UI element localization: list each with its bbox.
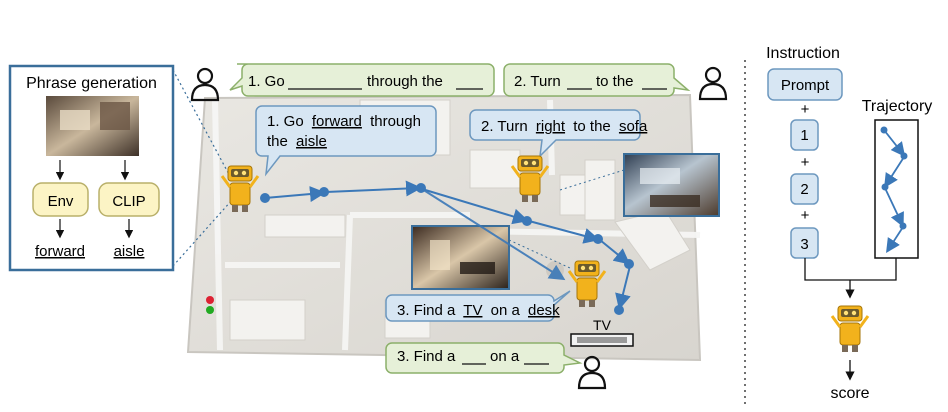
svg-text:2. Turn right to t: 2. Turn right to the sofa (481, 118, 648, 135)
filled-3-word-desk: desk (528, 302, 560, 319)
clip-label: CLIP (112, 193, 145, 210)
step-box-1 (790, 119, 819, 151)
template-2-part-b: to the (596, 73, 634, 90)
filled-1-part-b: through (370, 113, 421, 130)
env-box (32, 182, 89, 217)
plus-2: + (801, 154, 810, 171)
template-3-part-b: on a (490, 348, 520, 365)
template-bubble-3: 3. Find a on a (385, 342, 583, 374)
robot-icon (830, 305, 870, 352)
filled-3-part-a: 3. Find a (397, 302, 456, 319)
filled-bubble-3: 3. Find a TV on a desk (385, 290, 571, 322)
trajectory-label: Trajectory (862, 98, 933, 115)
step-1-label: 1 (800, 127, 808, 144)
template-bubble-2: 2. Turn to the (503, 63, 691, 97)
robot-icon (567, 260, 607, 307)
filled-2-part-a: 2. Turn (481, 118, 528, 135)
robot-icon (220, 165, 260, 212)
template-3-part-a: 3. Find a (397, 348, 456, 365)
step-3-label: 3 (800, 236, 808, 253)
template-1-part-b: through the (367, 73, 443, 90)
svg-text:the aisle: the aisle (267, 133, 327, 150)
user-icon (577, 355, 607, 390)
env-word: forward (35, 243, 85, 260)
template-1-part-a: 1. Go (248, 73, 285, 90)
path-waypoints (260, 183, 634, 315)
filled-2-part-b: to the (573, 118, 611, 135)
plus-3: + (801, 207, 810, 224)
filled-bubble-2: 2. Turn right to the sofa (469, 109, 648, 159)
tv-marker: TV (570, 317, 634, 347)
dining-room-photo (411, 225, 510, 290)
instruction-label: Instruction (766, 45, 840, 62)
filled-1-part-c: the (267, 133, 288, 150)
filled-1-word-aisle: aisle (296, 133, 327, 150)
panel-title: Phrase generation (26, 75, 157, 92)
scoring-schematic: Instruction Prompt + 1 + 2 + 3 Trajector… (766, 45, 932, 402)
svg-text:3. Find a TV on a: 3. Find a TV on a desk (397, 302, 560, 319)
robot-icon (510, 155, 550, 202)
phrase-generation-panel: Phrase generation Env CLIP forward aisle (8, 64, 175, 272)
filled-2-word-right: right (536, 118, 566, 135)
navigation-path (264, 180, 631, 310)
prompt-label: Prompt (781, 77, 830, 94)
clip-word: aisle (114, 243, 145, 260)
filled-1-part-a: 1. Go (267, 113, 304, 130)
tv-label: TV (593, 317, 612, 333)
user-icon (190, 67, 220, 102)
clip-box (98, 182, 160, 217)
step-2-label: 2 (800, 181, 808, 198)
filled-3-word-tv: TV (463, 302, 482, 319)
filled-3-part-b: on a (491, 302, 521, 319)
template-2-part-a: 2. Turn (514, 73, 561, 90)
prompt-box (767, 68, 843, 101)
env-label: Env (48, 193, 74, 210)
plus-1: + (801, 101, 810, 118)
living-room-photo (623, 153, 720, 217)
user-icon (698, 66, 728, 101)
filled-2-word-sofa: sofa (619, 118, 648, 135)
filled-bubble-1: 1. Go forward through the aisle (255, 105, 437, 177)
template-bubble-1: 1. Go through the (229, 63, 495, 97)
step-box-2 (790, 173, 819, 205)
filled-1-word-forward: forward (312, 113, 362, 130)
svg-text:1. Go forward thro: 1. Go forward through (267, 113, 421, 130)
score-label: score (830, 385, 869, 402)
